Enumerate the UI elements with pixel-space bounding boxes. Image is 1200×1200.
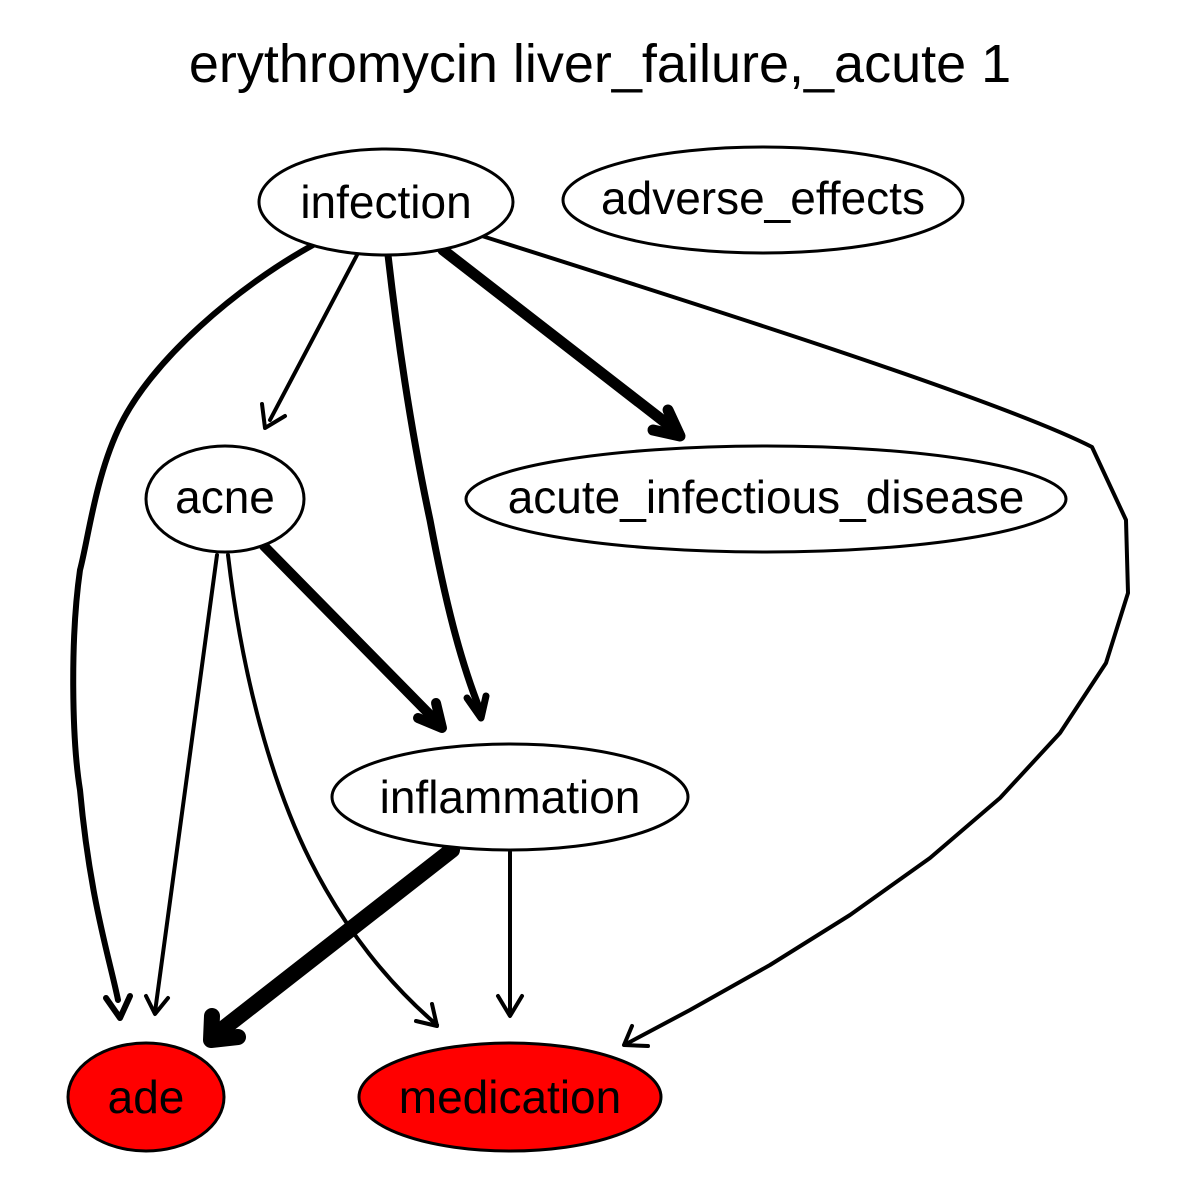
edge-inflammation-medication	[496, 850, 524, 1018]
edge-acne-medication	[226, 553, 439, 1028]
diagram-title: erythromycin liver_failure,_acute 1	[189, 34, 1011, 94]
node-label-inflammation: inflammation	[380, 771, 641, 823]
node-label-acne: acne	[175, 471, 275, 523]
edge-infection-inflammation	[384, 251, 490, 722]
edge-infection-ade	[70, 242, 316, 1021]
edge-inflammation-ade	[203, 842, 460, 1048]
node-acne: acne	[144, 444, 306, 554]
node-label-adverse-effects: adverse_effects	[601, 172, 925, 224]
edge-acne-inflammation	[259, 541, 447, 733]
node-adverse-effects: adverse_effects	[561, 145, 965, 255]
node-label-ade: ade	[108, 1071, 185, 1123]
node-label-medication: medication	[399, 1071, 621, 1123]
nodes: infection adverse_effects acne acute_inf…	[66, 145, 1068, 1153]
node-ade: ade	[66, 1041, 226, 1153]
node-inflammation: inflammation	[330, 742, 690, 852]
node-label-infection: infection	[300, 176, 471, 228]
edges	[70, 234, 1130, 1048]
edge-acne-ade	[144, 553, 219, 1016]
node-infection: infection	[257, 147, 515, 257]
edge-infection-acne	[260, 253, 359, 430]
node-label-acute-infectious-disease: acute_infectious_disease	[508, 471, 1025, 523]
node-medication: medication	[357, 1041, 663, 1153]
node-acute-infectious-disease: acute_infectious_disease	[464, 444, 1068, 554]
edge-infection-medication	[480, 234, 1130, 1048]
edge-infection-acute-infectious-disease	[437, 244, 686, 442]
